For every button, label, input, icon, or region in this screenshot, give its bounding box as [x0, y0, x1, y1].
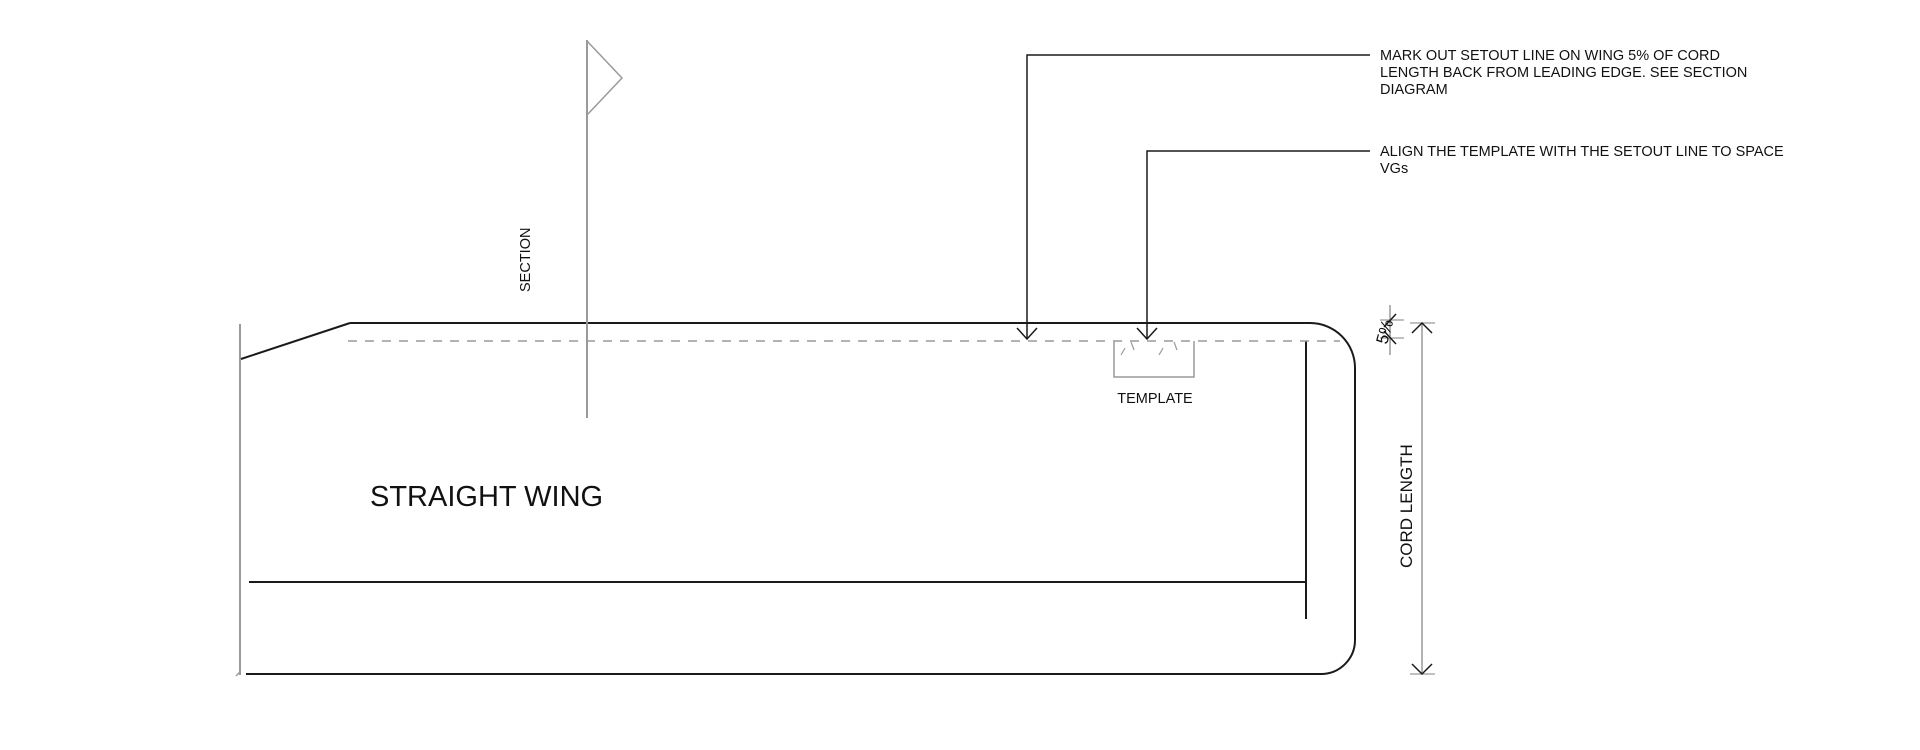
align-note: ALIGN THE TEMPLATE WITH THE SETOUT LINE … [1380, 144, 1788, 177]
wing-root-corner-tick [235, 671, 241, 677]
setout-leader [1016, 54, 1370, 341]
template-label: TEMPLATE [1117, 391, 1193, 407]
wing-chamfer-edge [240, 322, 351, 360]
arrow-down-icon [1016, 327, 1038, 341]
align-leader [1136, 150, 1370, 341]
wing-outline [235, 322, 1356, 677]
cord-length-label: CORD LENGTH [1397, 444, 1416, 568]
section-label: SECTION [518, 228, 534, 292]
arrow-down-icon [1411, 663, 1433, 676]
template-shape [1113, 341, 1195, 378]
cord-length-dimension [1410, 321, 1435, 676]
setout-note: MARK OUT SETOUT LINE ON WING 5% OF CORD … [1380, 48, 1751, 98]
section-flag-icon [586, 40, 624, 116]
section-marker [586, 40, 624, 418]
arrow-down-icon [1136, 327, 1158, 341]
setout-offset-dimension [1380, 305, 1404, 355]
arrow-up-icon [1411, 321, 1433, 334]
wing-leading-edge [246, 322, 1356, 675]
wing-title: STRAIGHT WING [370, 481, 603, 513]
